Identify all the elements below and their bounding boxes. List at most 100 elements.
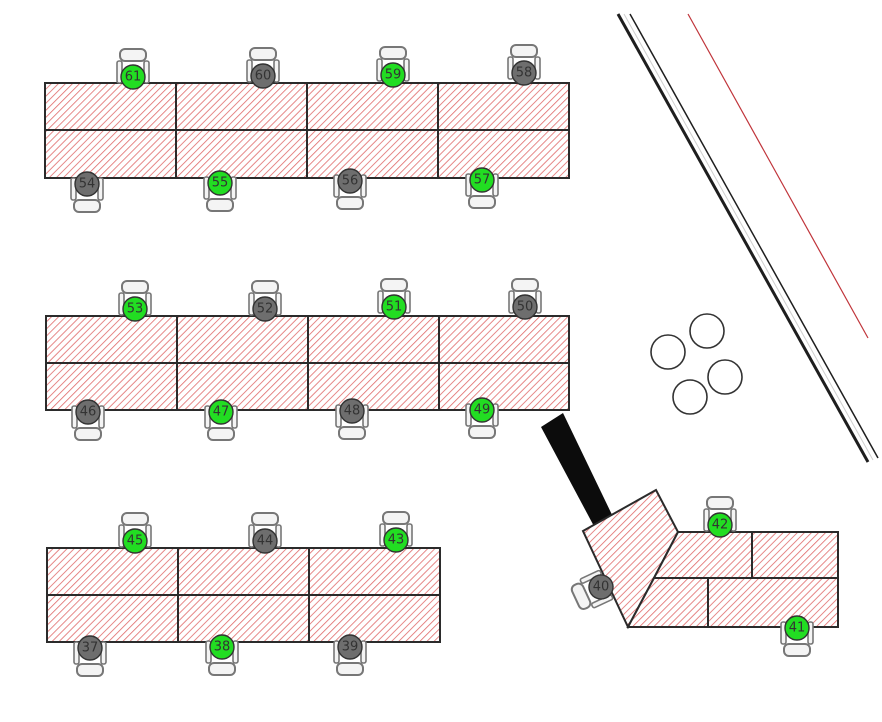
seat-50[interactable]: 50 — [508, 278, 542, 320]
seat-43[interactable]: 43 — [379, 511, 413, 553]
desk — [307, 315, 440, 364]
seat-marker[interactable] — [469, 167, 495, 193]
seat-marker[interactable] — [250, 63, 276, 89]
chair-back — [783, 643, 811, 657]
stool — [672, 379, 708, 415]
seat-marker[interactable] — [120, 64, 146, 90]
seat-marker[interactable] — [339, 398, 365, 424]
desk — [175, 129, 308, 179]
stool — [650, 334, 686, 370]
seat-marker[interactable] — [512, 294, 538, 320]
desk — [177, 547, 310, 596]
seat-marker[interactable] — [337, 168, 363, 194]
seat-marker[interactable] — [337, 634, 363, 660]
desk — [175, 82, 308, 131]
desk — [307, 362, 440, 411]
seat-marker[interactable] — [585, 571, 617, 603]
seats-layer: 61 60 59 58 54 55 56 57 53 52 51 50 46 47 48 49 45 44 43 37… — [70, 44, 814, 677]
desk-cluster-1 — [44, 82, 570, 179]
desk — [751, 531, 839, 579]
building-wall — [616, 13, 879, 463]
chair-back — [73, 199, 101, 213]
desk — [44, 129, 177, 179]
desk — [438, 315, 570, 364]
desk-cluster-3 — [46, 547, 441, 643]
stool — [689, 313, 725, 349]
desk — [45, 362, 178, 411]
seat-marker[interactable] — [208, 399, 234, 425]
seat-60[interactable]: 60 — [246, 47, 280, 89]
desk — [45, 315, 178, 364]
seat-61[interactable]: 61 — [116, 48, 150, 90]
seat-54[interactable]: 54 — [70, 171, 104, 213]
chair-back — [121, 280, 149, 294]
seat-marker[interactable] — [122, 528, 148, 554]
seat-52[interactable]: 52 — [248, 280, 282, 322]
chair-back — [208, 662, 236, 676]
round-table-stools — [650, 313, 743, 415]
seat-marker[interactable] — [383, 527, 409, 553]
seat-marker[interactable] — [469, 397, 495, 423]
chair-back — [119, 48, 147, 62]
desk — [306, 82, 439, 131]
chair-back — [74, 427, 102, 441]
seat-marker[interactable] — [77, 635, 103, 661]
partition-screen — [541, 413, 615, 530]
chair-back — [570, 582, 592, 610]
seat-44[interactable]: 44 — [248, 512, 282, 554]
seat-38[interactable]: 38 — [205, 634, 239, 676]
chair-back — [338, 426, 366, 440]
seat-marker[interactable] — [707, 512, 733, 538]
chair-back — [206, 198, 234, 212]
desk — [176, 362, 309, 411]
seat-58[interactable]: 58 — [507, 44, 541, 86]
seat-42[interactable]: 42 — [703, 496, 737, 538]
seat-marker[interactable] — [380, 62, 406, 88]
desk-cluster-corner — [541, 413, 839, 630]
seat-51[interactable]: 51 — [377, 278, 411, 320]
seat-48[interactable]: 48 — [335, 398, 369, 440]
desk-cluster-2 — [45, 315, 570, 411]
seat-marker[interactable] — [122, 296, 148, 322]
desk — [306, 129, 439, 179]
chair-back — [706, 496, 734, 510]
desk — [437, 129, 570, 179]
chair-back — [76, 663, 104, 677]
seat-41[interactable]: 41 — [780, 615, 814, 657]
seat-marker[interactable] — [75, 399, 101, 425]
seat-marker[interactable] — [209, 634, 235, 660]
seat-marker[interactable] — [207, 170, 233, 196]
seat-55[interactable]: 55 — [203, 170, 237, 212]
seat-57[interactable]: 57 — [465, 167, 499, 209]
seat-56[interactable]: 56 — [333, 168, 367, 210]
desk — [438, 362, 570, 411]
seat-46[interactable]: 46 — [71, 399, 105, 441]
boundary-line — [687, 13, 869, 339]
seat-37[interactable]: 37 — [73, 635, 107, 677]
desk — [707, 577, 839, 628]
seat-47[interactable]: 47 — [204, 399, 238, 441]
stool — [707, 359, 743, 395]
seat-45[interactable]: 45 — [118, 512, 152, 554]
seat-marker[interactable] — [252, 528, 278, 554]
seat-marker[interactable] — [74, 171, 100, 197]
seat-49[interactable]: 49 — [465, 397, 499, 439]
chair-back — [251, 280, 279, 294]
seat-marker[interactable] — [252, 296, 278, 322]
seat-59[interactable]: 59 — [376, 46, 410, 88]
seat-marker[interactable] — [784, 615, 810, 641]
seat-marker[interactable] — [511, 60, 537, 86]
desk — [437, 82, 570, 131]
desk — [46, 547, 179, 596]
seat-marker[interactable] — [381, 294, 407, 320]
chair-back — [510, 44, 538, 58]
chair-back — [336, 662, 364, 676]
seat-53[interactable]: 53 — [118, 280, 152, 322]
chair-back — [121, 512, 149, 526]
chair-back — [382, 511, 410, 525]
desk — [177, 594, 310, 643]
chair-back — [511, 278, 539, 292]
seat-39[interactable]: 39 — [333, 634, 367, 676]
desk — [44, 82, 177, 131]
